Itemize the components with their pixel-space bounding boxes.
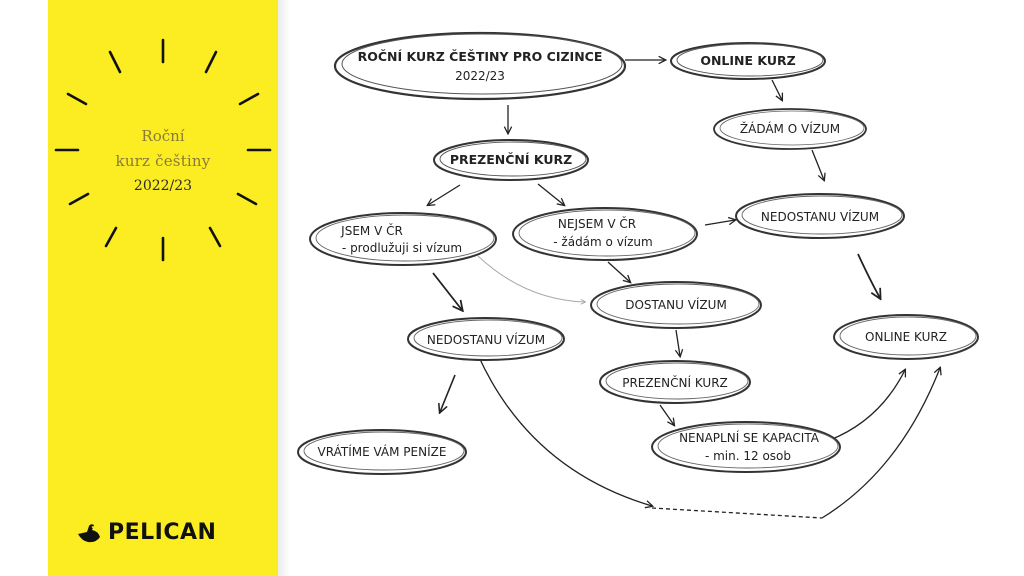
node-root-line1: ROČNÍ KURZ ČEŠTINY PRO CIZINCE <box>358 49 603 64</box>
node-no-visa-right: NEDOSTANU VÍZUM <box>735 193 905 239</box>
node-request-visa: ŽÁDÁM O VÍZUM <box>713 108 867 150</box>
pelican-icon <box>78 523 100 542</box>
node-no-visa-left: NEDOSTANU VÍZUM <box>407 317 565 361</box>
node-not-in-cz: NEJSEM V ČR - žádám o vízum <box>512 207 698 261</box>
sidebar-title-year: 2022/23 <box>133 178 193 194</box>
node-refund: VRÁTÍME VÁM PENÍZE <box>297 429 467 475</box>
node-in-cz: JSEM V ČR - prodlužuji si vízum <box>309 212 497 266</box>
connector-light <box>477 255 585 302</box>
sun-rays-decoration <box>54 38 272 262</box>
svg-text:- žádám o vízum: - žádám o vízum <box>553 235 652 249</box>
node-online-right: ONLINE KURZ <box>833 314 979 360</box>
svg-text:NENAPLNÍ SE KAPACITA: NENAPLNÍ SE KAPACITA <box>679 430 820 445</box>
svg-text:ŽÁDÁM O VÍZUM: ŽÁDÁM O VÍZUM <box>740 121 840 136</box>
svg-text:ONLINE KURZ: ONLINE KURZ <box>700 53 795 68</box>
svg-text:NEDOSTANU VÍZUM: NEDOSTANU VÍZUM <box>761 209 879 224</box>
node-online-top: ONLINE KURZ <box>670 42 826 80</box>
svg-text:JSEM V ČR: JSEM V ČR <box>340 223 403 238</box>
sidebar-panel: Roční kurz češtiny 2022/23 PELICAN <box>48 0 278 576</box>
node-root: ROČNÍ KURZ ČEŠTINY PRO CIZINCE 2022/23 <box>333 31 627 101</box>
svg-text:PREZENČNÍ KURZ: PREZENČNÍ KURZ <box>622 375 728 390</box>
svg-text:DOSTANU VÍZUM: DOSTANU VÍZUM <box>625 297 727 312</box>
sidebar-shadow <box>278 0 290 576</box>
brand-logo: PELICAN <box>76 520 216 545</box>
sidebar-title-line1: Roční <box>141 127 185 145</box>
node-in-person: PREZENČNÍ KURZ <box>433 139 589 181</box>
connectors <box>428 60 940 519</box>
svg-text:- prodlužuji si vízum: - prodlužuji si vízum <box>342 241 462 255</box>
svg-text:PREZENČNÍ KURZ: PREZENČNÍ KURZ <box>450 152 572 167</box>
node-in-person-2: PREZENČNÍ KURZ <box>599 360 751 404</box>
node-capacity: NENAPLNÍ SE KAPACITA - min. 12 osob <box>651 421 841 473</box>
brand-name: PELICAN <box>108 520 217 545</box>
svg-text:ONLINE KURZ: ONLINE KURZ <box>865 330 947 344</box>
sidebar-title-line2: kurz češtiny <box>115 152 211 170</box>
node-root-line2: 2022/23 <box>455 69 505 83</box>
svg-text:VRÁTÍME VÁM PENÍZE: VRÁTÍME VÁM PENÍZE <box>318 444 447 459</box>
svg-text:- min. 12 osob: - min. 12 osob <box>705 449 791 463</box>
node-get-visa: DOSTANU VÍZUM <box>590 281 762 329</box>
svg-text:NEDOSTANU VÍZUM: NEDOSTANU VÍZUM <box>427 332 545 347</box>
svg-text:NEJSEM V ČR: NEJSEM V ČR <box>558 216 636 231</box>
